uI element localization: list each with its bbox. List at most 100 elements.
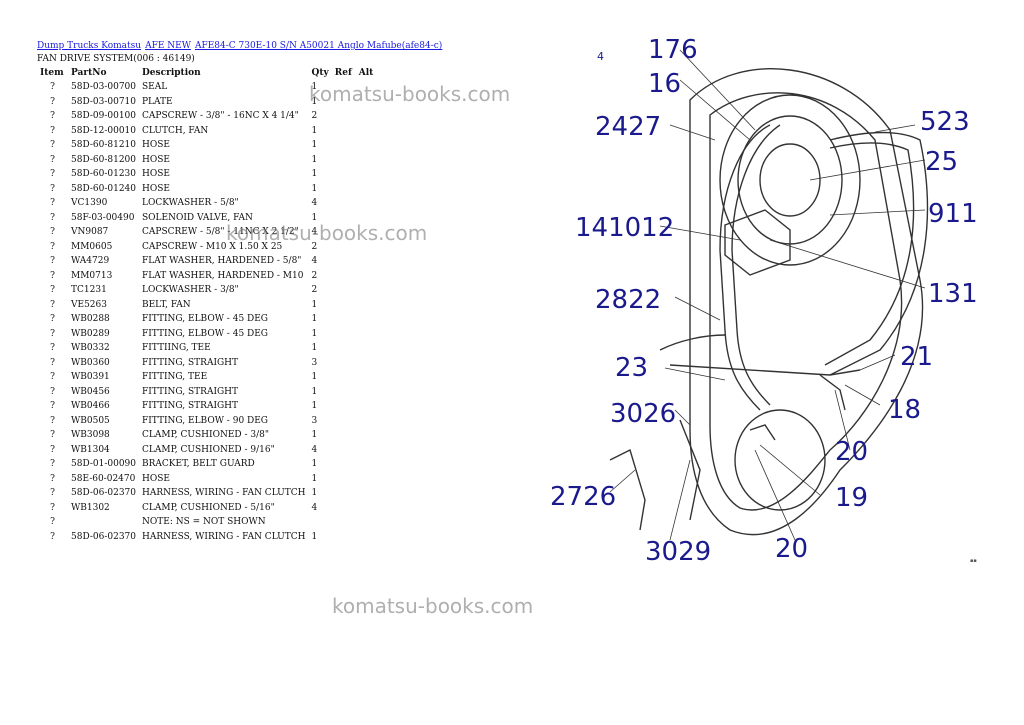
cell-item: ? bbox=[50, 169, 55, 180]
cell-description: FLAT WASHER, HARDENED - 5/8" bbox=[142, 256, 302, 267]
column-header-description: Description bbox=[142, 68, 201, 78]
cell-description: CLAMP, CUSHIONED - 9/16" bbox=[142, 444, 275, 455]
cell-qty: 4 bbox=[311, 227, 318, 238]
cell-partno: WB0391 bbox=[71, 372, 110, 383]
cell-ref bbox=[332, 327, 356, 342]
cell-description: HARNESS, WIRING - FAN CLUTCH bbox=[142, 531, 306, 542]
cell-ref bbox=[332, 109, 356, 124]
cell-partno: MM0713 bbox=[71, 270, 113, 281]
hose-left bbox=[719, 124, 771, 411]
cell-ref bbox=[332, 443, 356, 458]
cell-ref bbox=[332, 385, 356, 400]
cell-alt bbox=[356, 457, 382, 472]
cell-qty: 1 bbox=[311, 488, 318, 499]
cell-partno: WB0332 bbox=[71, 343, 110, 354]
breadcrumb-link-category[interactable]: Dump Trucks Komatsu bbox=[37, 41, 142, 51]
cell-item: ? bbox=[50, 111, 55, 122]
cell-description: HARNESS, WIRING - FAN CLUTCH bbox=[142, 488, 306, 499]
cell-ref bbox=[332, 254, 356, 269]
cell-item: ? bbox=[50, 531, 55, 542]
wiring-harness bbox=[679, 419, 701, 521]
cell-partno: 58D-60-81210 bbox=[71, 140, 136, 151]
cell-ref bbox=[332, 283, 356, 298]
cell-partno: WB0288 bbox=[71, 314, 110, 325]
cell-description: SEAL bbox=[142, 82, 168, 93]
cell-alt bbox=[356, 138, 382, 153]
parts-table-header: Item PartNo Description Qty Ref Alt bbox=[37, 66, 382, 80]
cell-ref bbox=[332, 414, 356, 429]
cell-ref bbox=[332, 138, 356, 153]
cell-alt bbox=[356, 443, 382, 458]
cell-partno: 58D-12-00010 bbox=[71, 125, 136, 136]
cell-item: ? bbox=[50, 125, 55, 136]
cell-alt bbox=[356, 399, 382, 414]
cell-item: ? bbox=[50, 285, 55, 296]
hose-right-inner bbox=[824, 142, 915, 366]
cell-description: CAPSCREW - M10 X 1.50 X 25 bbox=[142, 241, 283, 252]
cell-partno: WB0360 bbox=[71, 357, 110, 368]
cell-qty: 1 bbox=[311, 169, 318, 180]
cell-partno: WB0466 bbox=[71, 401, 110, 412]
breadcrumb-link-afe[interactable]: AFE NEW bbox=[145, 41, 191, 51]
cell-alt bbox=[356, 501, 382, 516]
cell-qty: 1 bbox=[311, 401, 318, 412]
cell-description: CLUTCH, FAN bbox=[142, 125, 209, 136]
cell-item: ? bbox=[50, 198, 55, 209]
cell-qty: 1 bbox=[311, 386, 318, 397]
cell-description: LOCKWASHER - 3/8" bbox=[142, 285, 239, 296]
cell-description: FITTING, ELBOW - 90 DEG bbox=[142, 415, 268, 426]
hose-left-inner bbox=[731, 124, 781, 406]
callout-label: 523 bbox=[920, 107, 970, 137]
cell-qty: 1 bbox=[311, 125, 318, 136]
tee-fitting bbox=[749, 424, 776, 441]
cell-qty: 2 bbox=[311, 270, 318, 281]
callout-label: 131 bbox=[928, 279, 978, 309]
cell-description: HOSE bbox=[142, 154, 170, 165]
cell-partno: WA4729 bbox=[71, 256, 110, 267]
cell-description: SOLENOID VALVE, FAN bbox=[142, 212, 253, 223]
cell-alt bbox=[356, 515, 382, 530]
cell-item: ? bbox=[50, 444, 55, 455]
cell-ref bbox=[332, 182, 356, 197]
callout-label: 2427 bbox=[595, 112, 661, 142]
cell-description: FITTIING, TEE bbox=[142, 343, 211, 354]
cell-partno: 58D-60-01230 bbox=[71, 169, 136, 180]
callout-label: 3029 bbox=[645, 537, 711, 567]
cell-qty: 1 bbox=[311, 212, 318, 223]
cell-partno: WB0289 bbox=[71, 328, 110, 339]
column-header-qty: Qty bbox=[311, 68, 329, 78]
cell-ref bbox=[332, 457, 356, 472]
cell-partno bbox=[68, 515, 139, 530]
cell-ref bbox=[332, 153, 356, 168]
cell-qty: 1 bbox=[311, 372, 318, 383]
cell-qty: 1 bbox=[311, 96, 318, 107]
cell-description: HOSE bbox=[142, 169, 170, 180]
cell-item: ? bbox=[50, 270, 55, 281]
cell-item: ? bbox=[50, 183, 55, 194]
cell-description: BRACKET, BELT GUARD bbox=[142, 459, 255, 470]
cell-partno: WB1304 bbox=[71, 444, 110, 455]
cell-alt bbox=[356, 153, 382, 168]
cell-alt bbox=[356, 182, 382, 197]
cell-alt bbox=[356, 167, 382, 182]
callout-label: 3026 bbox=[610, 399, 676, 429]
cell-description: CAPSCREW - 3/8" - 16NC X 4 1/4" bbox=[142, 111, 299, 122]
column-header-item: Item bbox=[40, 68, 64, 78]
fan-clutch-center bbox=[759, 143, 821, 217]
cell-item: ? bbox=[50, 328, 55, 339]
cell-ref bbox=[332, 530, 356, 545]
cell-ref bbox=[332, 298, 356, 313]
cell-partno: 58F-03-00490 bbox=[71, 212, 135, 223]
cell-description: HOSE bbox=[142, 473, 170, 484]
cell-description: FLAT WASHER, HARDENED - M10 bbox=[142, 270, 304, 281]
breadcrumb-link-model[interactable]: AFE84-C 730E-10 S/N A50021 Anglo Mafube(… bbox=[194, 41, 443, 51]
